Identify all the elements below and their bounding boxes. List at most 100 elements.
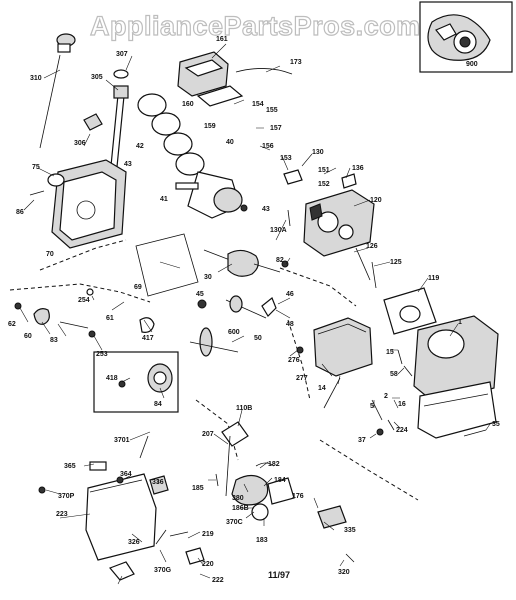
callout: 326	[128, 539, 140, 546]
callout: 41	[160, 196, 168, 203]
part-60	[59, 321, 89, 329]
part-183	[317, 505, 347, 529]
callout: 161	[216, 36, 228, 43]
dashed-line-6	[319, 439, 419, 501]
part-600	[86, 288, 94, 296]
callout: 254	[78, 297, 90, 304]
part-364	[149, 475, 169, 495]
part-83	[88, 330, 96, 338]
clip-306	[83, 113, 103, 131]
pin-clip-43	[240, 204, 248, 212]
carburetor	[231, 474, 295, 521]
part-222	[345, 553, 355, 563]
part-48	[197, 299, 207, 309]
part-224	[221, 421, 249, 447]
part-62	[33, 308, 50, 325]
callout: 35	[492, 421, 500, 428]
piston	[175, 171, 243, 219]
camshaft	[225, 295, 267, 319]
callout: 70	[46, 251, 54, 258]
callout: 75	[32, 164, 40, 171]
callout: 418	[106, 375, 118, 382]
air-cleaner-base	[85, 473, 157, 561]
callout: 42	[136, 143, 144, 150]
callout: 370G	[154, 567, 172, 574]
callout: 335	[344, 527, 356, 534]
callout: 83	[50, 337, 58, 344]
part-277	[323, 377, 341, 409]
callout: 320	[338, 569, 350, 576]
callout: 126	[366, 243, 378, 250]
callout: 2	[384, 393, 388, 400]
dashed-line-2	[9, 283, 151, 303]
gasket-159	[196, 85, 244, 107]
callout-labels: 310 307 305 306 75 86 70 42 40 43 41 43 …	[8, 36, 500, 584]
part-14	[397, 349, 403, 365]
part-110b	[139, 435, 149, 459]
callout: 307	[116, 51, 128, 58]
part-336	[38, 486, 46, 494]
callout: 417	[142, 335, 154, 342]
part-5	[463, 429, 487, 437]
callout: 48	[286, 321, 294, 328]
callout: 61	[106, 315, 114, 322]
callout: 110B	[236, 405, 252, 412]
callout: 159	[204, 123, 216, 130]
callout: 152	[318, 181, 330, 188]
callout: 120	[370, 197, 382, 204]
part-61	[14, 302, 22, 310]
callout: 151	[318, 167, 330, 174]
callout: 305	[91, 74, 103, 81]
callout: 156	[262, 143, 274, 150]
callout: 119	[428, 275, 439, 282]
date-code: 11/97	[268, 570, 290, 580]
callout: 276	[288, 357, 300, 364]
tappet-46	[261, 297, 277, 317]
part-207	[255, 462, 275, 467]
dipstick	[39, 33, 76, 149]
gear-50	[189, 327, 239, 357]
callout: 30	[204, 274, 212, 281]
bracket-153	[283, 169, 303, 185]
callout: 45	[196, 291, 204, 298]
callout: 157	[270, 125, 282, 132]
leader-lines	[19, 43, 491, 585]
callout: 58	[390, 371, 398, 378]
bolt-130a	[287, 209, 291, 227]
callout: 310	[30, 75, 42, 82]
part-365	[116, 476, 124, 484]
callout: 306	[74, 140, 86, 147]
part-15	[403, 365, 413, 377]
spark-plug-136	[341, 173, 357, 189]
valve-125	[371, 261, 377, 289]
callout: 184	[274, 477, 286, 484]
callout: 223	[56, 511, 68, 518]
callout: 136	[352, 165, 364, 172]
part-84	[296, 346, 304, 354]
bolt-86	[29, 190, 45, 196]
callout: 336	[152, 479, 164, 486]
piston-rings	[137, 93, 205, 176]
callout: 46	[286, 291, 294, 298]
callout: 900	[466, 61, 478, 68]
engine-block	[413, 315, 499, 439]
callout: 183	[256, 537, 268, 544]
callout: 222	[212, 577, 224, 584]
part-16	[371, 399, 383, 421]
callout: 62	[8, 321, 16, 328]
callout: 185	[192, 485, 204, 492]
callout: 3701	[114, 437, 130, 444]
part-37	[387, 419, 395, 431]
muffler	[313, 317, 373, 377]
callout: 186B	[232, 505, 249, 512]
inset-box-417-418	[93, 351, 179, 413]
callout: 84	[154, 401, 162, 408]
engine-inset	[419, 1, 513, 73]
callout: 82	[276, 257, 284, 264]
cylinder-head-cover	[177, 51, 229, 97]
callout: 365	[64, 463, 76, 470]
callout: 173	[290, 59, 302, 66]
callout: 277	[296, 375, 308, 382]
callout: 380	[232, 495, 244, 502]
callout: 130A	[270, 227, 287, 234]
